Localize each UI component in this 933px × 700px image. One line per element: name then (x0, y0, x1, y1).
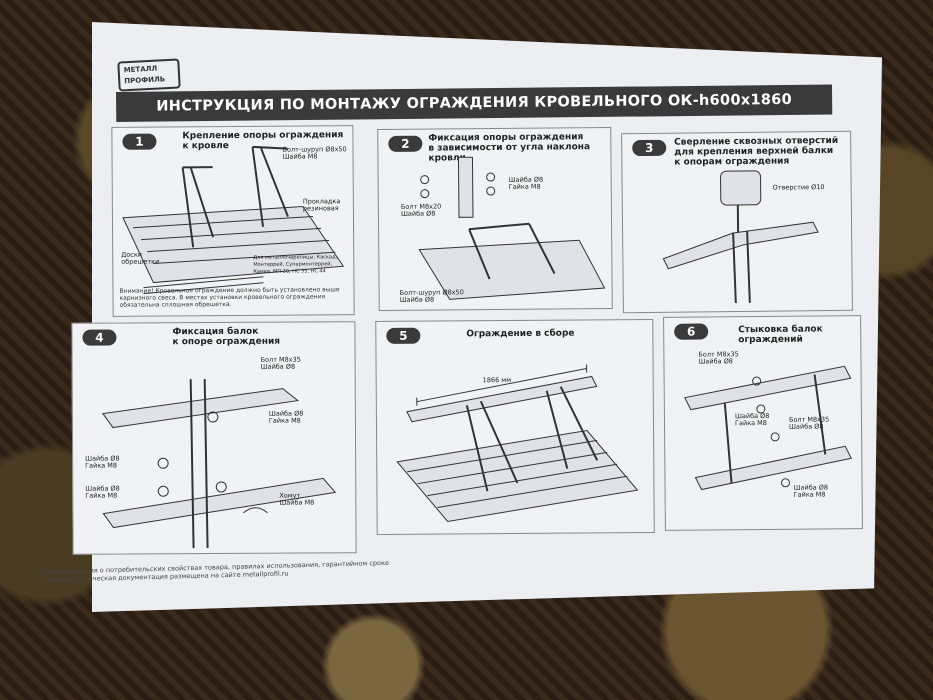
panel-1: 1 Крепление опоры ограждения к кровле Бо… (111, 125, 355, 317)
label-bolt35-bottom: Болт М8x35 Шайба Ø8 (788, 415, 830, 431)
label-bolt20: Болт М8x20 Шайба Ø8 (400, 202, 442, 218)
warning-text: Внимание! Кровельное ограждение должно б… (119, 286, 340, 309)
drilling-diagram (662, 170, 819, 304)
roof-mount-diagram (122, 145, 345, 295)
label-washer-nut: Шайба Ø8 Гайка М8 (508, 175, 544, 191)
assembled-railing-diagram (396, 364, 639, 523)
label-washer-nut-bottom: Шайба Ø8 Гайка М8 (793, 483, 829, 499)
angle-fixing-diagram (418, 156, 606, 300)
panel-2: 2 Фиксация опоры ограждения в зависимост… (377, 126, 613, 312)
panel-6: 6 Стыковка балок ограждений Болт М8x35 Ш… (663, 315, 863, 531)
logo-line2: ПРОФИЛЬ (124, 75, 166, 86)
panel-5: 5 Ограждение в сборе 1866 мм (375, 319, 655, 535)
label-profiles: Для металлочерепицы: Каскад, Монтеррей, … (253, 254, 338, 275)
panel-4: 4 Фиксация балок к опоре ограждения Болт… (71, 321, 357, 555)
label-gasket: Прокладка резиновая (302, 197, 341, 213)
beam-joining-diagram (684, 365, 853, 491)
label-boards: Доски обрешетки (121, 250, 160, 266)
label-bolt35-top: Болт М8x35 Шайба Ø8 (698, 350, 739, 366)
label-washer-nut-right: Шайба Ø8 Гайка М8 (268, 409, 304, 425)
metallprofil-logo: МЕТАЛЛ ПРОФИЛЬ (117, 58, 181, 92)
label-bolt-screw: Болт-шуруп Ø8x50 Шайба Ø8 (399, 288, 464, 304)
label-washer-nut-left1: Шайба Ø8 Гайка М8 (85, 454, 120, 470)
label-washer-nut-top: Шайба Ø8 Гайка М8 (734, 411, 770, 428)
label-washer-nut-left2: Шайба Ø8 Гайка М8 (85, 484, 120, 500)
label-hole: Отверстие Ø10 (772, 183, 825, 192)
label-bolt: Болт-шуруп Ø8x50 Шайба М8 (282, 145, 347, 161)
label-length: 1866 мм (482, 376, 512, 385)
label-bolt35: Болт М8x35 Шайба Ø8 (260, 355, 301, 371)
label-clamp: Хомут Шайба М8 (279, 491, 315, 507)
panel-3: 3 Сверление сквозных отверстий для крепл… (621, 130, 853, 314)
beam-fixing-diagram (101, 379, 337, 549)
